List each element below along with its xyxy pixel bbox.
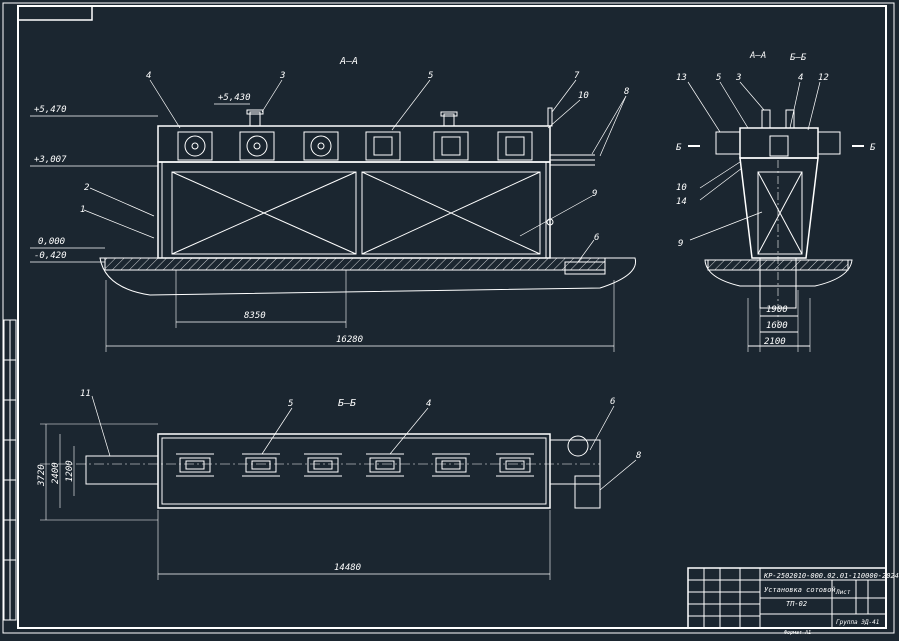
top-left-stamp [17,5,93,21]
elevation-ground: -0,420 [34,251,67,261]
callout-main-3: 3 [279,71,285,81]
callout-side-10: 10 [676,183,687,193]
callout-side-9: 9 [678,239,683,249]
title-sheet: Лист [835,589,851,596]
foundation-hatch [104,257,606,271]
dim-inner-length: 8350 [244,311,266,321]
callout-main-4: 4 [146,71,151,81]
section-label-bb-plan: Б—Б [338,398,356,409]
callout-side-3: 3 [735,73,741,83]
callout-main-10: 10 [578,91,589,101]
callout-side-13: 13 [676,73,687,83]
inner-frame [17,5,887,629]
title-doc-code: КР-2502010-000.02.01-110000-2024 [763,572,899,580]
side-ground [704,259,853,287]
section-label-bb-side: Б—Б [790,53,807,63]
callout-side-14: 14 [676,197,687,207]
dim-plan-width-inner: 1200 [65,460,75,482]
chamber-box-left [171,171,357,255]
section-mark-right: Б [870,143,876,153]
callout-main-9: 9 [592,189,597,199]
section-mark-left: Б [676,143,682,153]
plan-burner-row [176,453,534,477]
callout-plan-6: 6 [610,397,615,407]
section-label-aa: А—А [339,56,358,67]
dim-main-length: 16280 [336,335,363,345]
title-group: Группа ЭД-41 [836,619,879,626]
exit-duct [564,261,606,275]
callout-main-1: 1 [80,205,85,215]
title-format: Формат А1 [784,630,811,636]
elevation-top: +5,470 [34,105,67,115]
elevation-pipe: +5,430 [218,93,251,103]
callout-main-6: 6 [594,233,599,243]
callout-side-5: 5 [716,73,721,83]
side-stair [550,154,595,166]
elevation-upper: +3,007 [34,155,67,165]
stack-left [249,111,261,127]
callout-side-12: 12 [818,73,829,83]
ground-mound [99,257,637,296]
callout-side-4: 4 [798,73,803,83]
callout-main-2: 2 [84,183,89,193]
dim-plan-length: 14480 [334,563,361,573]
furnace-upper-chamber [157,125,551,163]
side-furnace-body [739,157,819,259]
dim-plan-width-outer: 3720 [37,464,47,487]
dim-side-w3: 2100 [764,337,786,347]
chamber-box-right [361,171,541,255]
dim-side-w2: 1600 [766,321,788,331]
callout-main-8: 8 [624,87,629,97]
title-name-line1: Установка сотовой [764,586,836,594]
title-name-line2: ТП-02 [786,600,807,608]
dim-plan-width-mid: 2400 [51,462,61,484]
plan-left-track [85,455,159,485]
side-top-housing [739,127,819,159]
elevation-zero: 0,000 [38,237,65,247]
callout-main-5: 5 [428,71,433,81]
dim-side-w1: 1900 [766,305,788,315]
callout-plan-11: 11 [80,389,91,399]
callout-plan-5: 5 [288,399,293,409]
furnace-lower-chamber [157,161,551,259]
section-label-aa-side: А—А [749,51,766,61]
callout-main-7: 7 [574,71,580,81]
callout-plan-8: 8 [636,451,641,461]
outer-frame [2,2,895,634]
fan-row [177,131,533,161]
plan-outer [157,433,551,509]
callout-plan-4: 4 [426,399,431,409]
stack-right [443,113,455,127]
